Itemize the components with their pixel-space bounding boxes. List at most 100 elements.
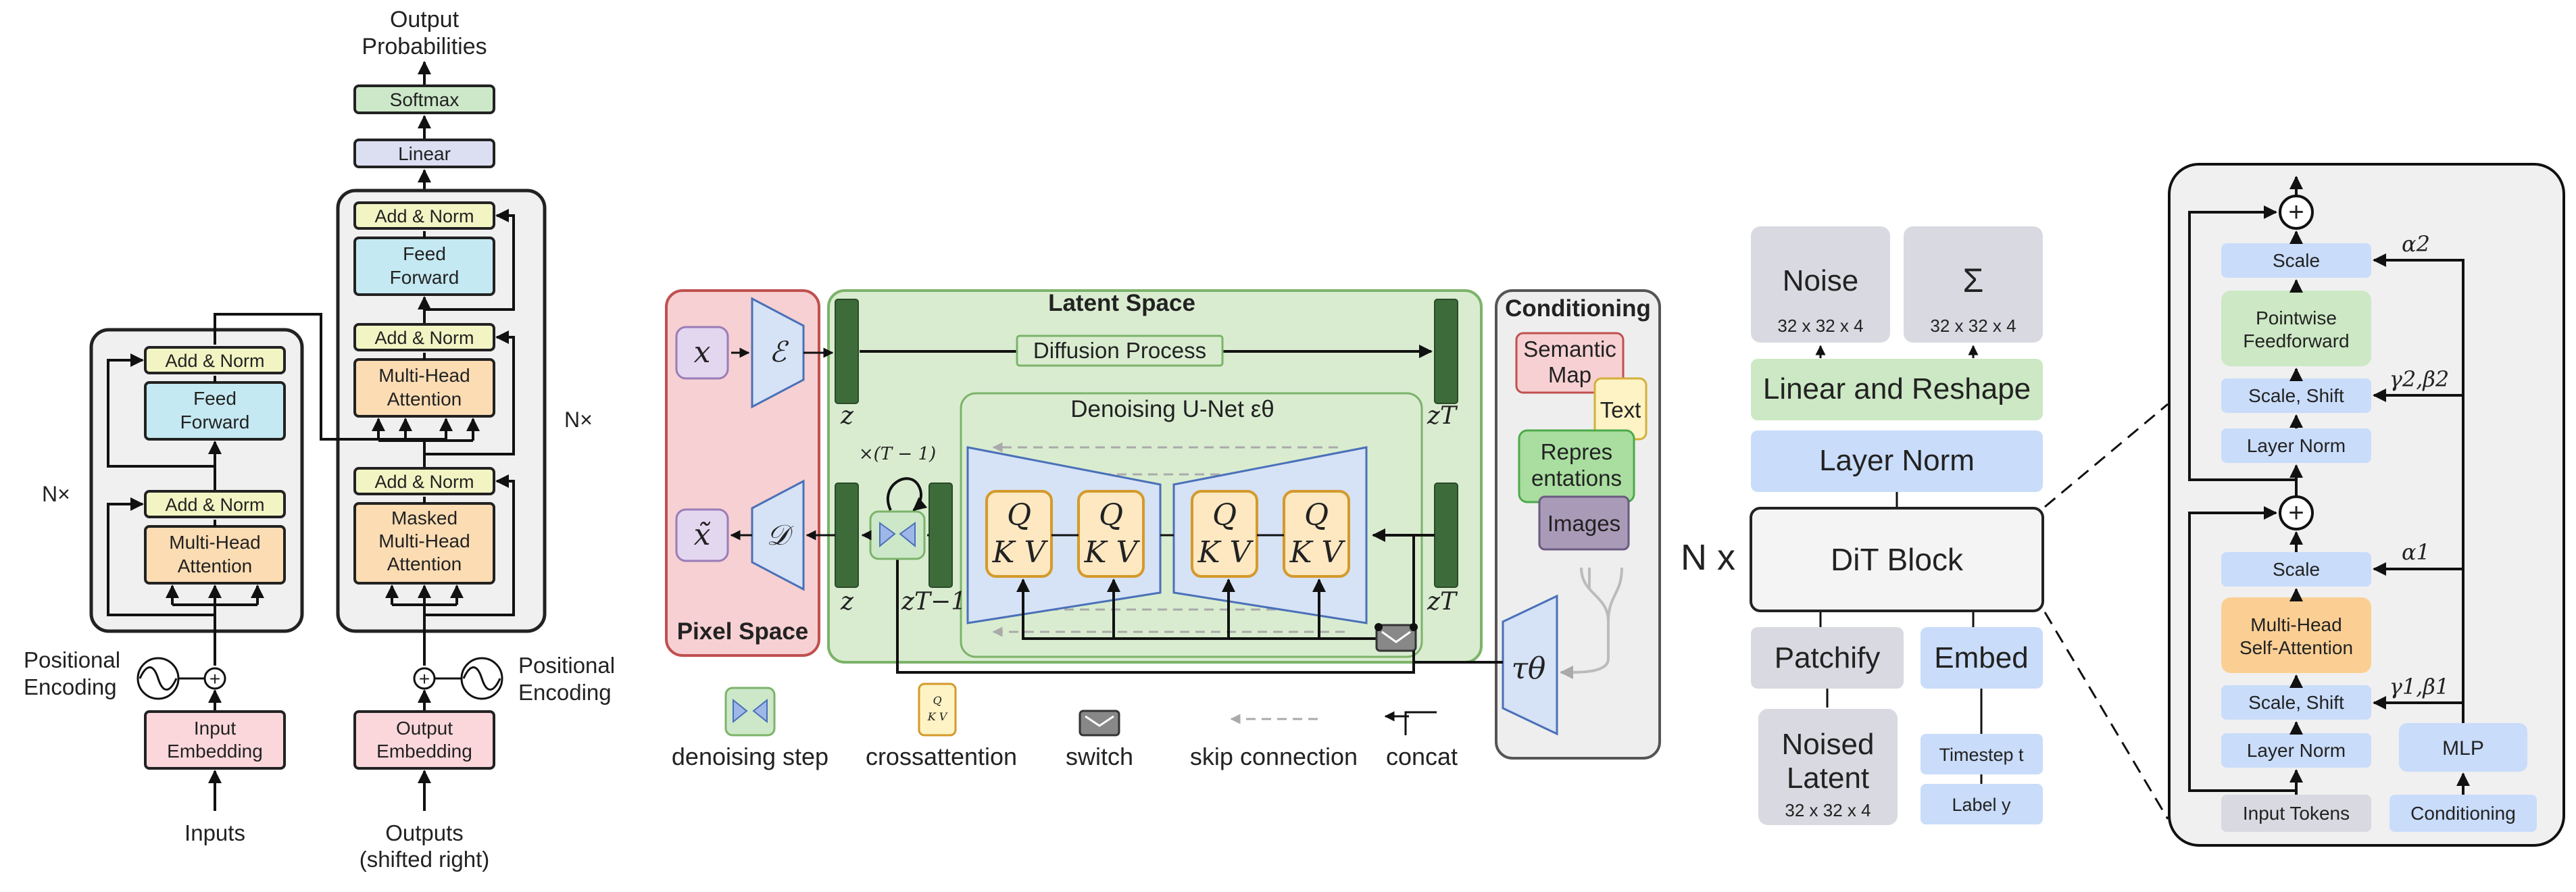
zT-latent-bar (1434, 299, 1458, 404)
embed-box (1921, 627, 2043, 689)
diffusion-process-label: Diffusion Process (1033, 338, 1206, 363)
noise-dims: 32 x 32 x 4 (1777, 316, 1863, 336)
detail-gamma1-beta1: γ1,β1 (2389, 674, 2450, 699)
transformer-panel: Output Probabilities Softmax Linear N× A… (24, 7, 615, 872)
detail-layer-norm-1 (2221, 733, 2371, 768)
qkv-box-2: Q K V (1077, 490, 1145, 578)
detail-alpha2: α2 (2402, 231, 2430, 257)
detail-scale-2 (2221, 243, 2371, 278)
qkv-box-1: Q K V (985, 490, 1053, 578)
dec-add-norm-2 (353, 323, 495, 351)
enc-positional-encoding-label-2: Encoding (24, 674, 117, 699)
patchify-label: Patchify (1775, 641, 1881, 674)
detail-scale-1 (2221, 552, 2371, 587)
label-box (1921, 784, 2043, 824)
detail-scale-shift-1 (2221, 685, 2371, 720)
z-label-bottom: z (840, 588, 854, 616)
z-latent-bar (835, 299, 859, 404)
legend-q: Q (933, 694, 941, 707)
times-T-minus-1-label: ×(T − 1) (859, 444, 936, 464)
dec-feed-forward-label-2: Forward (390, 267, 460, 288)
detail-layer-norm-2 (2221, 428, 2371, 463)
legend-denoising-step-label: denoising step (672, 743, 828, 770)
detail-scale-shift-2-label: Scale, Shift (2248, 385, 2344, 406)
noised-latent-box (1758, 709, 1898, 825)
semantic-map-box (1515, 332, 1625, 394)
x-tilde-box (675, 508, 729, 562)
enc-feed-forward-label-2: Forward (180, 412, 250, 432)
qkv-3-kv: K V (1197, 535, 1254, 570)
linear-label: Linear (398, 143, 451, 164)
enc-add-norm-1-label: Add & Norm (165, 495, 264, 515)
encoder-symbol: ℰ (769, 335, 789, 368)
output-embedding-label: Output (396, 718, 453, 739)
embed-label: Embed (1934, 641, 2028, 674)
input-embedding-label: Input (194, 718, 236, 739)
qkv-2-q: Q (1099, 498, 1123, 532)
linear-reshape-box (1751, 359, 2043, 420)
decoder-trapezoid (751, 479, 805, 591)
dec-feed-forward-label: Feed (403, 243, 446, 264)
z-T-minus-1-bar (928, 482, 953, 588)
diffusion-process-box (1016, 334, 1224, 367)
timestep-box (1921, 734, 2043, 774)
qkv-4-kv: K V (1289, 535, 1346, 570)
legend-crossattention-label: crossattention (866, 743, 1017, 770)
legend-switch-label: switch (1066, 743, 1133, 770)
enc-add-norm-2 (144, 346, 286, 374)
detail-gamma2-beta2: γ2,β2 (2389, 366, 2450, 392)
dec-masked-label-2: Multi-Head (378, 530, 470, 551)
enc-positional-encoding-label: Positional (24, 647, 120, 672)
detail-mlp-label: MLP (2442, 737, 2484, 760)
switch-icon (1375, 624, 1417, 652)
x-symbol: x (694, 335, 711, 370)
decoder-nx-label: N× (564, 407, 593, 432)
pixel-space-title: Pixel Space (677, 618, 809, 645)
detail-layer-norm-1-label: Layer Norm (2247, 740, 2346, 761)
detail-alpha1: α1 (2402, 539, 2430, 565)
timestep-label: Timestep t (1939, 745, 2024, 765)
enc-feed-forward-label: Feed (193, 388, 237, 409)
representations-label-2: entations (1531, 466, 1622, 491)
detail-scale-shift-2 (2221, 378, 2371, 413)
legend-skip-connection-label: skip connection (1190, 743, 1358, 770)
detail-input-tokens (2221, 795, 2371, 832)
linear-reshape-label: Linear and Reshape (1763, 372, 2031, 405)
latent-diffusion-panel: Pixel Space Latent Space Conditioning x … (665, 289, 1661, 770)
legend-crossattention-icon (918, 683, 957, 737)
legend-kv: K V (927, 710, 948, 723)
dec-mha-label: Multi-Head (378, 365, 470, 386)
dec-masked-label-3: Attention (387, 553, 462, 574)
noised-latent-label: Noised (1782, 728, 1875, 761)
latent-space-title: Latent Space (1048, 290, 1195, 316)
outputs-label: Outputs (385, 820, 464, 845)
dec-add-symbol: + (419, 668, 430, 689)
inputs-label: Inputs (184, 820, 245, 845)
dec-add-norm-3-label: Add & Norm (374, 206, 474, 226)
detail-add-circle-1 (2279, 495, 2314, 530)
detail-pointwise-ff (2221, 291, 2371, 366)
input-embedding-box (144, 710, 286, 770)
dit-block-label: DiT Block (1831, 542, 1964, 577)
detail-input-tokens-label: Input Tokens (2243, 803, 2350, 824)
patchify-box (1751, 627, 1904, 689)
output-embedding-box (353, 710, 495, 770)
qkv-3-q: Q (1212, 498, 1237, 532)
dit-block-box (1750, 507, 2044, 612)
x-input-box (675, 326, 729, 380)
softmax-box (353, 84, 495, 114)
dit-layer-norm-box (1751, 430, 2043, 492)
dec-add-norm-1-label: Add & Norm (374, 472, 474, 492)
outputs-label-2: (shifted right) (360, 847, 490, 872)
noise-box (1751, 226, 1890, 343)
encoder-nx-label: N× (42, 482, 70, 506)
dec-add-norm-3 (353, 201, 495, 230)
legend-denoising-step-icon (724, 687, 776, 737)
z-latent-bar-bottom (835, 482, 859, 588)
noised-latent-label-2: Latent (1787, 762, 1869, 795)
enc-add-norm-2-label: Add & Norm (165, 351, 264, 371)
detail-conditioning (2389, 795, 2537, 832)
zT-label-bottom: zT (1427, 588, 1458, 616)
detail-scale-1-label: Scale (2273, 559, 2320, 580)
